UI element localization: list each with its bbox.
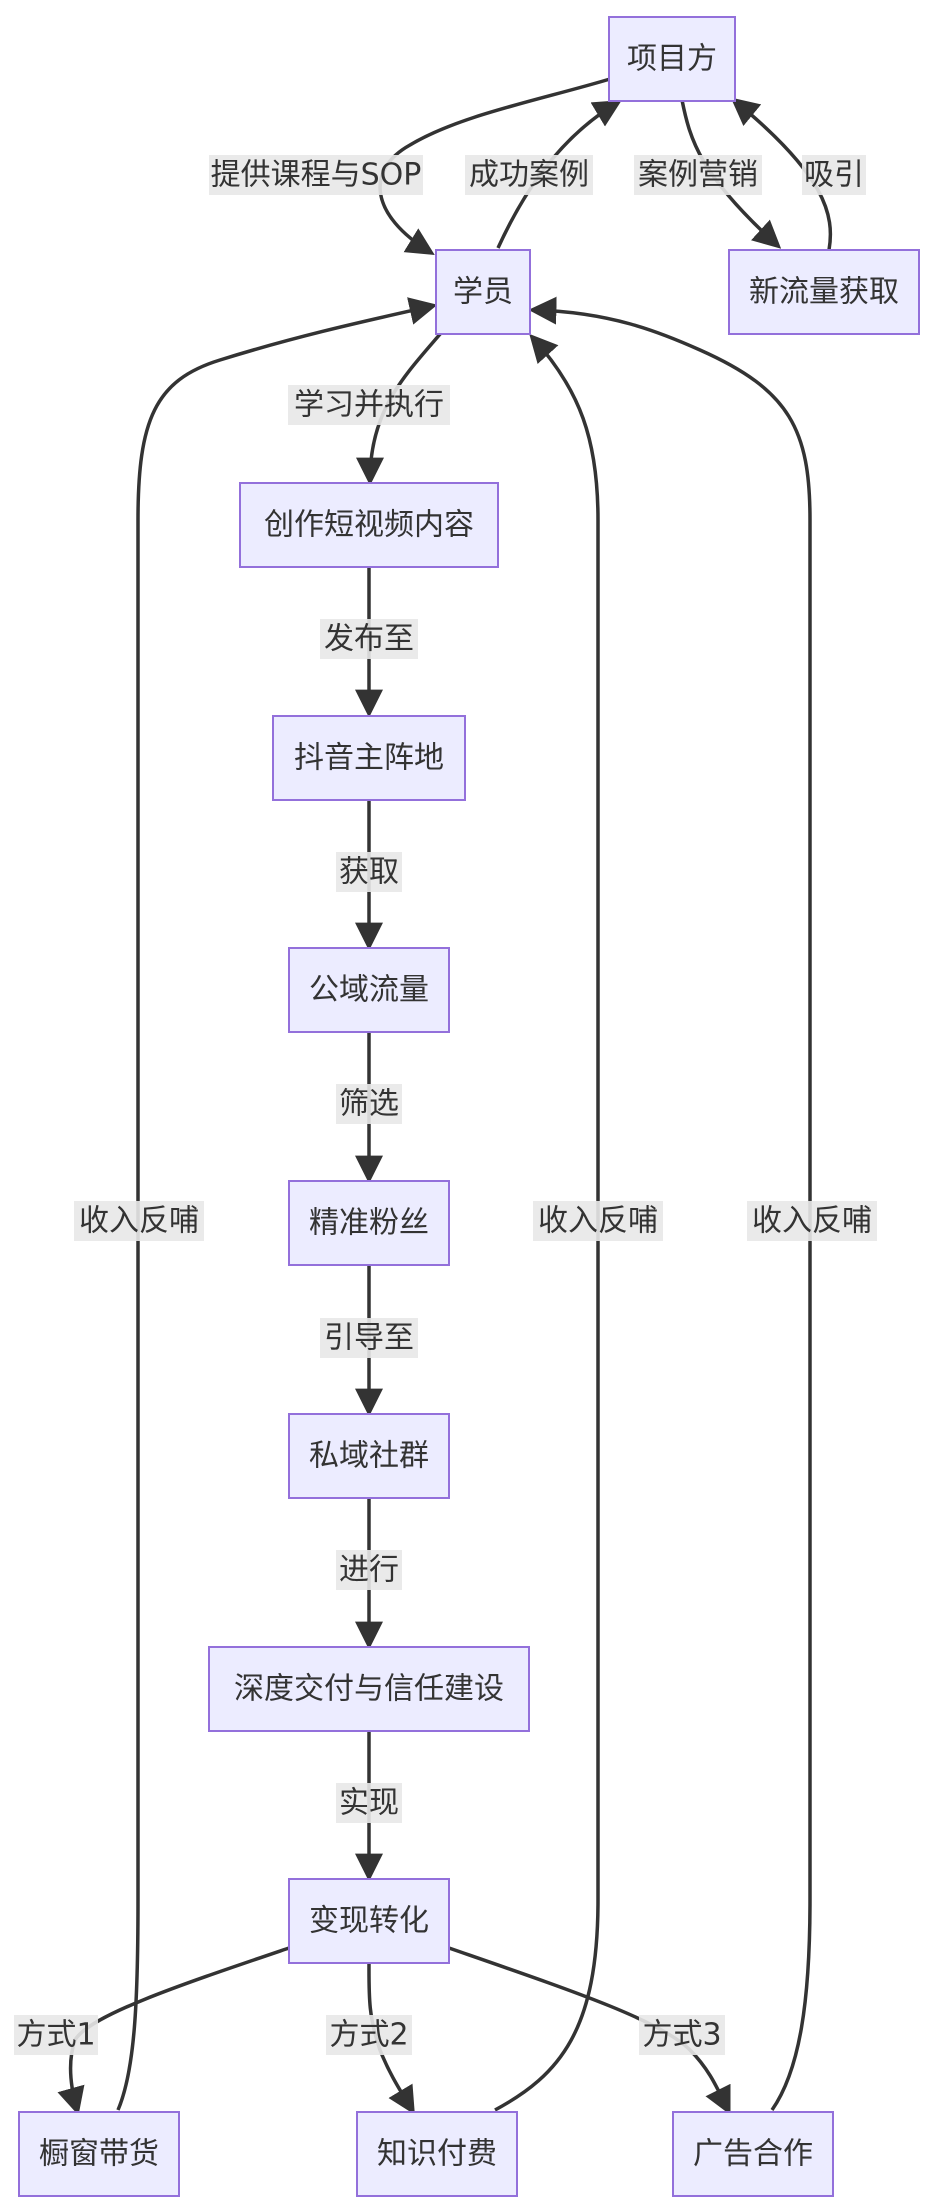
nodes: 项目方 学员 新流量获取 创作短视频内容 抖音主阵地 公域流量 精准粉丝 私域	[18, 16, 920, 2197]
label-bg	[320, 619, 418, 659]
label-attract-text: 吸引	[804, 158, 864, 193]
node-ad-coop-label: 广告合作	[693, 2137, 813, 2172]
node-precise-fans: 精准粉丝	[288, 1180, 450, 1266]
node-new-traffic-label: 新流量获取	[749, 275, 899, 310]
edge-knowledge-to-student	[494, 333, 600, 2112]
node-showcase-label: 橱窗带货	[39, 2137, 159, 2172]
label-case-marketing: 案例营销	[634, 155, 762, 195]
node-box	[272, 715, 466, 801]
node-douyin-label: 抖音主阵地	[294, 741, 444, 776]
label-guide-to: 引导至	[320, 1318, 418, 1358]
node-box	[288, 1878, 450, 1964]
label-bg	[320, 1318, 418, 1358]
label-bg	[802, 155, 866, 195]
node-box	[239, 482, 499, 568]
label-bg	[634, 155, 762, 195]
node-deep-delivery: 深度交付与信任建设	[208, 1646, 530, 1732]
node-student-label: 学员	[453, 275, 513, 310]
label-obtain: 获取	[336, 852, 402, 892]
edge-monetize-to-showcase	[57, 1946, 290, 2116]
label-provide-course-text: 提供课程与SOP	[211, 158, 422, 193]
label-bg	[14, 2015, 98, 2055]
label-bg	[533, 1201, 663, 1241]
node-knowledge-pay: 知识付费	[356, 2111, 518, 2197]
label-proceed-text: 进行	[339, 1553, 399, 1588]
label-bg	[288, 385, 450, 425]
label-method1-text: 方式1	[16, 2018, 95, 2053]
node-box	[208, 1646, 530, 1732]
label-success-case-text: 成功案例	[469, 158, 589, 193]
label-feedback-mid: 收入反哺	[533, 1201, 663, 1241]
node-knowledge-pay-label: 知识付费	[377, 2137, 497, 2172]
label-publish-to: 发布至	[320, 619, 418, 659]
node-project: 项目方	[608, 16, 736, 102]
label-method3-text: 方式3	[642, 2018, 721, 2053]
label-bg	[336, 852, 402, 892]
label-obtain-text: 获取	[339, 855, 399, 890]
label-method2-text: 方式2	[329, 2018, 408, 2053]
node-showcase: 橱窗带货	[18, 2111, 180, 2197]
label-guide-to-text: 引导至	[324, 1321, 414, 1356]
label-attract: 吸引	[802, 155, 866, 195]
node-box	[435, 249, 531, 335]
label-success-case: 成功案例	[465, 155, 593, 195]
label-bg	[465, 155, 593, 195]
node-public-traffic-label: 公域流量	[309, 973, 429, 1008]
node-public-traffic: 公域流量	[288, 947, 450, 1033]
label-bg	[336, 1550, 402, 1590]
label-case-marketing-text: 案例营销	[638, 158, 758, 193]
node-student: 学员	[435, 249, 531, 335]
label-bg	[336, 1783, 402, 1823]
node-box	[728, 249, 920, 335]
label-method2: 方式2	[326, 2015, 412, 2055]
node-private-group: 私域社群	[288, 1413, 450, 1499]
node-box	[356, 2111, 518, 2197]
label-method3: 方式3	[639, 2015, 725, 2055]
label-feedback-left-text: 收入反哺	[79, 1204, 199, 1239]
label-feedback-right-text: 收入反哺	[752, 1204, 872, 1239]
node-ad-coop: 广告合作	[672, 2111, 834, 2197]
label-learn-execute: 学习并执行	[288, 385, 450, 425]
label-filter: 筛选	[336, 1084, 402, 1124]
edge-ad-to-student	[528, 296, 812, 2112]
label-bg	[336, 1084, 402, 1124]
label-bg	[209, 155, 423, 195]
node-private-group-label: 私域社群	[309, 1439, 429, 1474]
label-proceed: 进行	[336, 1550, 402, 1590]
label-filter-text: 筛选	[339, 1087, 399, 1122]
label-feedback-right: 收入反哺	[747, 1201, 877, 1241]
label-bg	[639, 2015, 725, 2055]
node-box	[288, 1180, 450, 1266]
label-publish-to-text: 发布至	[324, 622, 414, 657]
label-realize: 实现	[336, 1783, 402, 1823]
edge-showcase-to-student	[116, 297, 438, 2111]
node-box	[288, 1413, 450, 1499]
edge-project-to-student	[378, 77, 611, 255]
node-project-label: 项目方	[627, 42, 717, 77]
node-monetize: 变现转化	[288, 1878, 450, 1964]
label-bg	[74, 1201, 204, 1241]
label-bg	[326, 2015, 412, 2055]
node-create-video: 创作短视频内容	[239, 482, 499, 568]
node-new-traffic: 新流量获取	[728, 249, 920, 335]
label-method1: 方式1	[14, 2015, 98, 2055]
node-box	[608, 16, 736, 102]
label-feedback-left: 收入反哺	[74, 1201, 204, 1241]
node-douyin: 抖音主阵地	[272, 715, 466, 801]
node-monetize-label: 变现转化	[309, 1904, 429, 1939]
label-provide-course: 提供课程与SOP	[209, 155, 423, 195]
label-bg	[747, 1201, 877, 1241]
edge-labels: 提供课程与SOP 成功案例 案例营销 吸引 学习并执行 发布至 获取 筛选	[14, 155, 877, 2055]
label-feedback-mid-text: 收入反哺	[538, 1204, 658, 1239]
label-learn-execute-text: 学习并执行	[294, 388, 444, 423]
node-box	[288, 947, 450, 1033]
node-box	[672, 2111, 834, 2197]
label-realize-text: 实现	[339, 1786, 399, 1821]
node-create-video-label: 创作短视频内容	[264, 508, 474, 543]
node-precise-fans-label: 精准粉丝	[309, 1206, 429, 1241]
node-deep-delivery-label: 深度交付与信任建设	[234, 1672, 504, 1707]
edges	[57, 77, 833, 2116]
node-box	[18, 2111, 180, 2197]
